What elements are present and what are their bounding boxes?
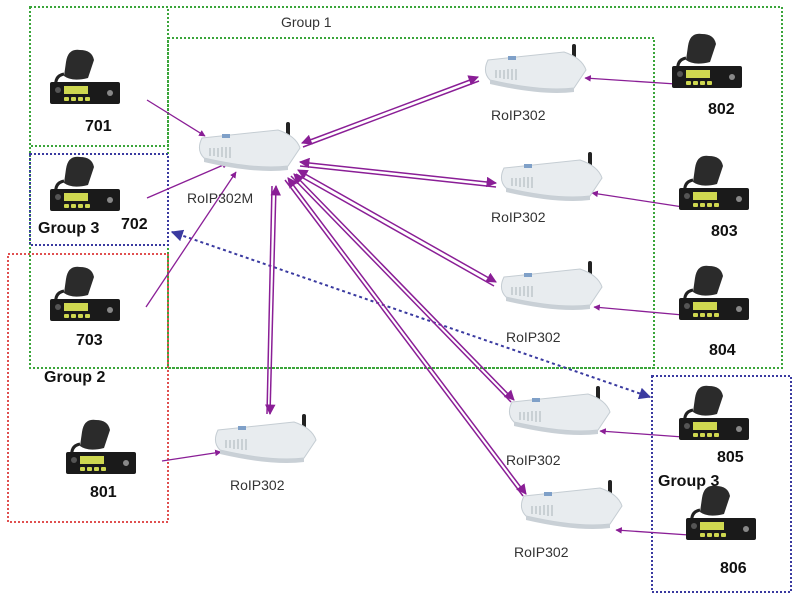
radio-icon-802: [670, 32, 744, 90]
group2-label: Group 2: [44, 369, 106, 386]
gateway-icon-804: [500, 260, 603, 311]
radio-icon-803: [677, 154, 751, 212]
radio-icon-702: [48, 155, 122, 213]
hub-link-gw-802: [301, 75, 480, 148]
radio-icon-804: [677, 264, 751, 322]
link-701-hub: [146, 99, 206, 137]
radio-icon-701: [48, 48, 122, 106]
gateway-icon-802: [484, 43, 587, 94]
link-804-gw: [593, 304, 684, 316]
gateway-label-806: RoIP302: [514, 544, 569, 560]
hub-device-icon: [198, 121, 301, 172]
hub-label: RoIP302M: [187, 190, 254, 206]
group3-right-label: Group 3: [658, 473, 720, 490]
group3-left-label: Group 3: [38, 220, 100, 237]
link-803-gw: [591, 190, 684, 208]
gateway-icon-806: [520, 479, 623, 530]
link-703-hub: [145, 171, 237, 308]
radio-icon-703: [48, 265, 122, 323]
gateway-label-805: RoIP302: [506, 452, 561, 468]
link-702-hub: [146, 162, 229, 199]
group3-dashed-link: [170, 229, 652, 400]
group1-label: Group 1: [281, 14, 332, 30]
radio-label-804: 804: [709, 342, 736, 359]
radio-label-701: 701: [85, 118, 112, 135]
link-802-gw: [584, 75, 677, 85]
radio-label-802: 802: [708, 101, 735, 118]
radio-icon-801: [64, 418, 138, 476]
hub-link-gw-806: [284, 177, 527, 497]
gateway-label-804: RoIP302: [506, 329, 561, 345]
gateway-icon-803: [500, 151, 603, 202]
link-801-gw: [161, 449, 222, 462]
radio-label-702: 702: [121, 216, 148, 233]
radio-label-801: 801: [90, 484, 117, 501]
group2-box: [7, 253, 169, 523]
radio-links: [145, 75, 690, 536]
gateway-label-803: RoIP302: [491, 209, 546, 225]
gateway-label-802: RoIP302: [491, 107, 546, 123]
group3-right-box: [651, 375, 792, 593]
radio-icon-806: [684, 484, 758, 542]
radio-label-806: 806: [720, 560, 747, 577]
link-805-gw: [599, 428, 684, 438]
radio-label-703: 703: [76, 332, 103, 349]
group3-left-box: [29, 153, 169, 246]
gateway-label-801: RoIP302: [230, 477, 285, 493]
gateway-icon-801: [214, 413, 317, 464]
radio-label-805: 805: [717, 449, 744, 466]
group1-left-box: [29, 6, 169, 147]
hub-link-gw-801: [265, 184, 281, 416]
radio-label-803: 803: [711, 223, 738, 240]
link-806-gw: [615, 527, 690, 536]
hub-links: [265, 75, 527, 497]
hub-link-gw-803: [298, 157, 498, 188]
radio-icon-805: [677, 384, 751, 442]
gateway-icon-805: [508, 385, 611, 436]
